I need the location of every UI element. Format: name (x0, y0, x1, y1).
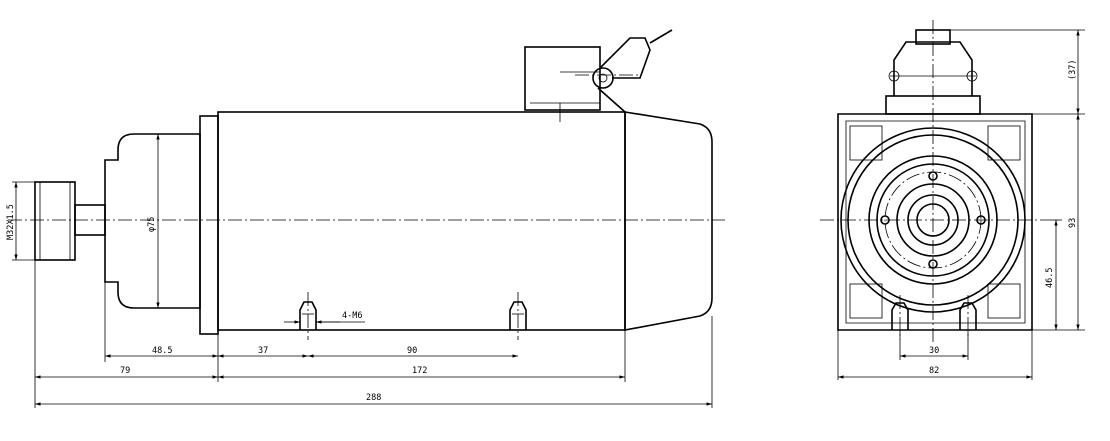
connector (524, 29, 673, 122)
dim-37: 37 (258, 346, 268, 356)
front-dim-37: (37) (1068, 60, 1078, 80)
thread-label: M32X1.5 (6, 204, 16, 240)
front-view: (37) 93 46.5 30 82 (820, 20, 1085, 380)
screw-hole-left (299, 292, 317, 340)
side-view: 4-M6 φ75 M32X1.5 48.5 37 90 79 172 288 (6, 29, 725, 408)
dim-172: 172 (412, 366, 427, 376)
dim-48-5: 48.5 (152, 346, 172, 356)
diameter-label: φ75 (147, 217, 157, 232)
dim-90: 90 (407, 346, 417, 356)
rear-cap (624, 111, 713, 331)
front-dim-30: 30 (929, 346, 939, 356)
hole-spec-label: 4-M6 (342, 311, 362, 321)
front-flange (104, 115, 219, 335)
front-dim-93: 93 (1068, 218, 1078, 228)
front-dim-82: 82 (929, 366, 939, 376)
motor-body (217, 111, 626, 331)
dim-79: 79 (120, 366, 130, 376)
front-housing (837, 113, 1033, 331)
front-screw-holes (891, 295, 977, 340)
screw-hole-right (509, 292, 527, 340)
collet-nut (34, 181, 106, 261)
dim-288: 288 (366, 393, 381, 403)
front-dim-46-5: 46.5 (1045, 268, 1055, 288)
